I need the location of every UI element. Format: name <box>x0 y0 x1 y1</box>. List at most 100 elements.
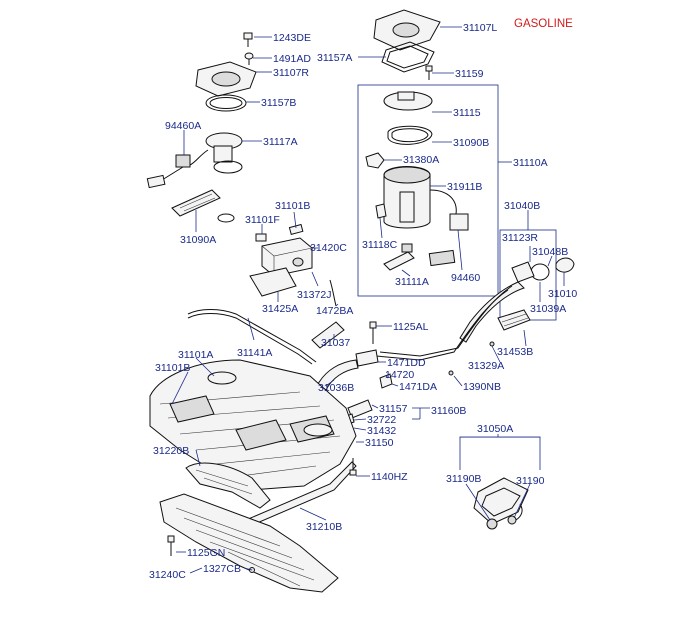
label-31117a: 31117A <box>263 136 298 148</box>
leader-lines <box>171 26 565 574</box>
label-31157: 31157 <box>379 403 408 415</box>
label-31190: 31190 <box>516 475 545 487</box>
sender-unit-94460 <box>449 213 469 231</box>
pump-flange-connector <box>397 91 415 101</box>
hose-1472ba <box>329 279 337 307</box>
gasket-31039a <box>530 263 550 281</box>
vapor-tube-31141a <box>187 309 317 363</box>
bolt-1125al <box>369 321 377 344</box>
label-31118c: 31118C <box>362 239 398 251</box>
label-31101f: 31101F <box>245 214 280 226</box>
oring-31090b <box>387 125 433 145</box>
label-31432: 31432 <box>367 425 396 437</box>
label-14720: 14720 <box>385 369 414 381</box>
fuel-pump-body <box>399 191 415 223</box>
label-31911b: 31911B <box>447 181 482 193</box>
label-31036b: 31036B <box>318 382 354 394</box>
label-1390nb: 1390NB <box>463 381 501 393</box>
label-31090b: 31090B <box>453 137 489 149</box>
label-31107r: 31107R <box>273 67 309 79</box>
label-1491ad: 1491AD <box>273 53 311 65</box>
filler-neck-31123r <box>511 261 535 283</box>
clamp-1471dd <box>355 349 379 367</box>
bracket-31453b <box>497 309 531 331</box>
part-labels: 1243DE 1491AD 31107R 31157B 94460A 31117… <box>149 22 577 581</box>
gasket-31157a <box>381 41 435 73</box>
clip-31118c <box>375 203 387 219</box>
label-31190b: 31190B <box>446 473 481 485</box>
pump-module-frame <box>357 84 499 297</box>
label-31115: 31115 <box>453 107 481 119</box>
label-31110a: 31110A <box>513 157 548 169</box>
bolt-1140hz <box>349 458 357 476</box>
clip-ring <box>217 213 235 223</box>
label-31010: 31010 <box>548 288 577 300</box>
label-1471da: 1471DA <box>399 381 437 393</box>
label-1140hz: 1140HZ <box>371 471 408 483</box>
label-1243de: 1243DE <box>273 32 311 44</box>
label-94460a: 94460A <box>165 120 201 132</box>
sender-float <box>428 249 456 267</box>
label-31420c: 31420C <box>310 242 347 254</box>
label-31220b: 31220B <box>153 445 189 457</box>
label-1327cb: 1327CB <box>203 563 241 575</box>
label-31039a: 31039A <box>530 303 566 315</box>
grommet-31190b <box>486 518 498 530</box>
label-31329a: 31329A <box>468 360 504 372</box>
hose-31037 <box>311 321 345 349</box>
label-31123r: 31123R <box>502 232 538 244</box>
label-31150: 31150 <box>365 437 394 449</box>
pump-wire <box>429 189 457 215</box>
under-cover-31240c <box>159 493 339 593</box>
label-31240c: 31240C <box>149 569 186 581</box>
tank-port-31101a <box>207 371 237 385</box>
label-31372j: 31372J <box>297 289 331 301</box>
float <box>146 174 166 189</box>
label-31380a: 31380A <box>403 154 439 166</box>
sender-ring <box>213 160 243 174</box>
canister-bracket-31425a <box>249 267 297 297</box>
label-31157a: 31157A <box>317 52 352 64</box>
label-31050a: 31050A <box>477 423 513 435</box>
label-31107l: 31107L <box>463 22 497 34</box>
label-31141a: 31141A <box>237 347 272 359</box>
label-31159: 31159 <box>455 68 484 80</box>
label-1471dd: 1471DD <box>387 357 426 369</box>
label-31048b: 31048B <box>532 246 568 258</box>
label-1125gn: 1125GN <box>187 547 225 559</box>
gasket-31157b <box>205 94 247 112</box>
label-1125al: 1125AL <box>393 321 429 333</box>
cap-31101b <box>288 223 304 236</box>
label-1472ba: 1472BA <box>316 305 353 317</box>
pressure-regulator-31380a <box>365 152 385 169</box>
label-31160b: 31160B <box>431 405 466 417</box>
gasoline-note: GASOLINE <box>514 18 573 30</box>
label-31101b-left: 31101B <box>155 362 190 374</box>
label-31037: 31037 <box>321 337 350 349</box>
bolt-1125gn <box>167 535 175 556</box>
label-31101b-top: 31101B <box>275 200 310 212</box>
sender-body <box>213 145 233 163</box>
canister-31420c <box>261 237 313 277</box>
filter-31111a <box>383 251 415 271</box>
bolt-1491ad <box>244 52 254 65</box>
sender-wire <box>189 149 209 166</box>
label-31157b: 31157B <box>261 97 296 109</box>
tank-pump-port <box>303 423 333 437</box>
label-31425a: 31425A <box>262 303 298 315</box>
bolt-31159 <box>425 65 433 80</box>
filler-pipe-31040b <box>459 281 525 343</box>
label-31040b: 31040B <box>504 200 540 212</box>
label-31101a: 31101A <box>178 349 213 361</box>
label-94460: 94460 <box>451 272 480 284</box>
filler-cap-31010 <box>555 257 575 273</box>
label-31090a: 31090A <box>180 234 216 246</box>
filter-strainer-31090a <box>171 189 221 217</box>
label-31453b: 31453B <box>497 346 533 358</box>
heat-shield-31220b <box>185 462 271 509</box>
cover-plate-hole <box>211 71 241 87</box>
bolt-1390nb <box>448 370 454 376</box>
label-31210b: 31210B <box>306 521 342 533</box>
bolt-31329a <box>489 341 495 347</box>
